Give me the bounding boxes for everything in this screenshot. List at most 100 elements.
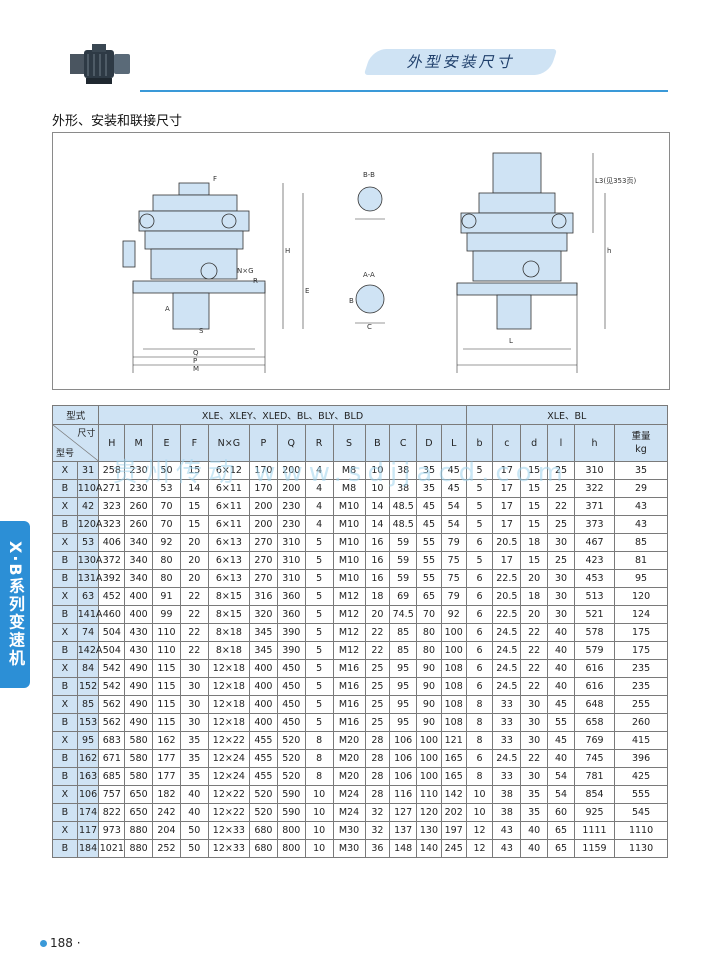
table-cell: 504: [98, 623, 126, 642]
table-cell: 15: [179, 461, 209, 480]
header-type: 型式: [51, 405, 100, 425]
table-cell: 20: [520, 569, 549, 588]
table-cell: 12×33: [207, 821, 251, 840]
row-model-cell: 63: [76, 587, 100, 606]
header-model: 型号: [56, 449, 75, 459]
table-cell: 450: [276, 713, 306, 732]
table-cell: M20: [332, 731, 366, 750]
table-cell: 15: [520, 551, 549, 570]
table-cell: 30: [520, 695, 549, 714]
table-cell: 204: [152, 821, 181, 840]
row-type-cell: X: [52, 533, 78, 552]
table-cell: 48.5: [389, 515, 418, 534]
table-cell: 92: [152, 533, 181, 552]
table-cell: 392: [98, 569, 126, 588]
table-cell: 18: [520, 587, 549, 606]
table-cell: 60: [547, 803, 575, 822]
label-bb: B-B: [363, 171, 375, 179]
col-r: R: [304, 424, 334, 462]
table-cell: 137: [389, 821, 418, 840]
table-cell: 5: [304, 623, 334, 642]
table-cell: 59: [389, 533, 418, 552]
table-cell: M10: [332, 533, 366, 552]
col-e: E: [152, 424, 181, 462]
table-cell: 260: [124, 515, 154, 534]
table-cell: 658: [573, 713, 616, 732]
table-cell: 10: [465, 785, 494, 804]
table-cell: 6×13: [207, 569, 251, 588]
table-cell: 17: [492, 497, 522, 516]
row-model-cell: 153: [76, 713, 100, 732]
table-cell: 45: [547, 731, 575, 750]
table-cell: 10: [304, 803, 334, 822]
table-cell: 80: [416, 641, 442, 660]
table-cell: 680: [249, 839, 278, 858]
table-cell: 562: [98, 713, 126, 732]
row-type-cell: B: [52, 803, 78, 822]
table-cell: 79: [440, 587, 467, 606]
table-cell: 40: [547, 641, 575, 660]
table-cell: 545: [614, 803, 668, 822]
table-cell: 5: [304, 533, 334, 552]
table-cell: 100: [440, 623, 467, 642]
row-type-cell: B: [52, 749, 78, 768]
table-cell: 177: [152, 749, 181, 768]
table-cell: 4: [304, 515, 334, 534]
table-cell: 148: [389, 839, 418, 858]
table-cell: 40: [179, 785, 209, 804]
table-cell: 28: [364, 731, 391, 750]
table-cell: 650: [124, 785, 154, 804]
table-cell: 162: [152, 731, 181, 750]
table-cell: 95: [614, 569, 668, 588]
table-cell: 6: [465, 587, 494, 606]
table-cell: 30: [179, 659, 209, 678]
table-cell: 45: [440, 461, 467, 480]
table-cell: 5: [465, 551, 494, 570]
table-cell: 28: [364, 785, 391, 804]
table-cell: 230: [276, 515, 306, 534]
table-body: 型式 XLE、XLEY、XLED、BL、BLY、BLD XLE、BL 尺寸 型号…: [51, 405, 669, 858]
table-cell: 30: [520, 767, 549, 786]
table-cell: 54: [547, 767, 575, 786]
header-group-2: XLE、BL: [465, 405, 669, 425]
table-cell: 542: [98, 659, 126, 678]
col-c: C: [389, 424, 418, 462]
label-dim-h-small: h: [607, 247, 611, 255]
table-cell: 22: [520, 659, 549, 678]
table-cell: 22: [364, 641, 391, 660]
dimension-table: 型式 XLE、XLEY、XLED、BL、BLY、BLD XLE、BL 尺寸 型号…: [51, 405, 669, 858]
table-cell: 430: [124, 623, 154, 642]
header-size: 尺寸: [77, 429, 96, 439]
table-cell: 90: [416, 695, 442, 714]
table-cell: 100: [416, 749, 442, 768]
row-model-cell: 131A: [76, 569, 102, 588]
table-cell: 10: [364, 479, 391, 498]
table-cell: 650: [124, 803, 154, 822]
table-cell: 310: [276, 533, 306, 552]
col-d-small: d: [520, 424, 549, 462]
table-cell: 35: [179, 731, 209, 750]
row-model-cell: 163: [76, 767, 100, 786]
table-cell: 22: [179, 623, 209, 642]
page-bullet-icon: [40, 940, 47, 947]
table-cell: 12×24: [207, 749, 251, 768]
table-cell: 20: [179, 551, 209, 570]
table-cell: 12: [465, 839, 494, 858]
table-cell: 270: [249, 569, 278, 588]
table-cell: 108: [440, 695, 467, 714]
col-b: B: [364, 424, 391, 462]
table-cell: 800: [276, 839, 306, 858]
table-cell: 75: [440, 569, 467, 588]
table-cell: 200: [276, 461, 306, 480]
table-cell: 124: [614, 605, 668, 624]
table-cell: 490: [124, 695, 154, 714]
row-model-cell: 95: [76, 731, 100, 750]
table-cell: M30: [332, 839, 366, 858]
